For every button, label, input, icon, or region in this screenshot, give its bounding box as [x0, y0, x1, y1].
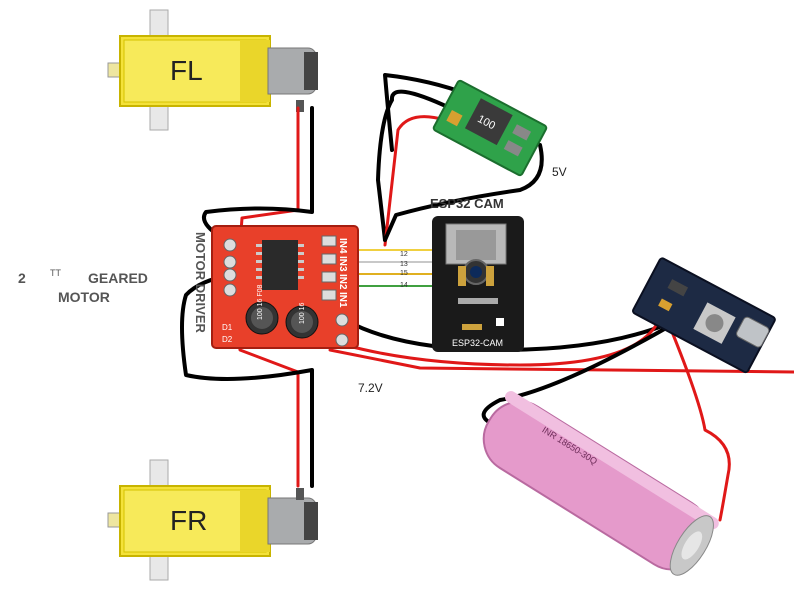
motor-fl: FL — [107, 9, 318, 131]
motor-driver-board: 100 16 F08 100 16 IN4 IN3 IN2 IN1 D1 D2 … — [193, 225, 359, 349]
gpio-12: 12 — [400, 251, 408, 258]
buck-converter: 100 — [432, 79, 548, 177]
motor-fr-label: FR — [170, 505, 207, 536]
voltage-label: 7.2V — [358, 381, 383, 395]
cap-left-marking: 100 16 F08 — [257, 284, 264, 320]
driver-side-label: MOTOR DRIVER — [193, 232, 208, 333]
driver-input-pins: IN4 IN3 IN2 IN1 — [321, 235, 348, 308]
caption-motor: MOTOR — [58, 289, 110, 305]
pin-in2: IN2 — [337, 274, 348, 290]
driver-mark-d1: D1 — [222, 323, 233, 332]
battery-18650: INR 18650-30Q — [482, 391, 719, 576]
pin-in4: IN4 — [337, 238, 348, 254]
caption-qty: 2 — [18, 270, 26, 286]
esp32-cam-board: ESP32 CAM ESP32-CAM 12 13 15 14 — [400, 196, 524, 352]
caption-geared: GEARED — [88, 270, 148, 286]
driver-mark-d2: D2 — [222, 335, 233, 344]
gpio-15: 15 — [400, 270, 408, 277]
motor-fl-label: FL — [170, 55, 203, 86]
motor-fr: FR — [107, 459, 318, 581]
cap-right-marking: 100 16 — [299, 302, 306, 324]
caption-tt: TT — [50, 268, 61, 278]
pin-in1: IN1 — [337, 292, 348, 308]
pin-in3: IN3 — [337, 256, 348, 272]
charger-board — [632, 257, 776, 374]
buck-output-label: 5V — [552, 165, 567, 179]
gpio-13: 13 — [400, 261, 408, 268]
gpio-14: 14 — [400, 282, 408, 289]
esp32-title: ESP32 CAM — [430, 196, 504, 211]
driver-motor-terminals — [223, 238, 237, 297]
esp32-board-label: ESP32-CAM — [452, 338, 503, 348]
